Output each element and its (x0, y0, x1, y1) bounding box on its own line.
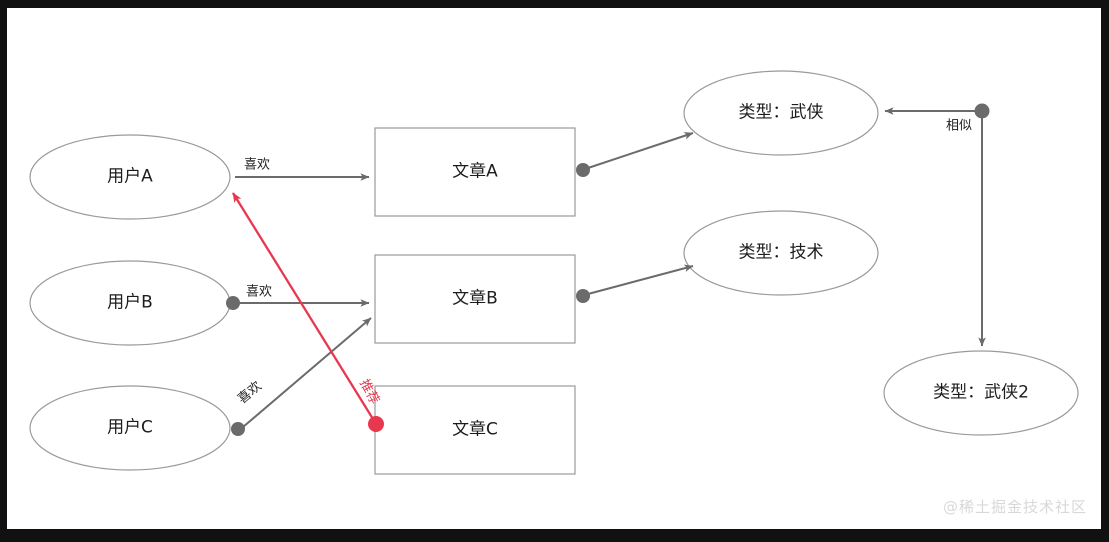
node-userC[interactable] (29, 385, 231, 471)
diagram-canvas: 用户A 用户B 用户C 文章A 文章B 文章C 类型：武侠 类型：技术 类型：武… (7, 8, 1101, 529)
edge-dot-similar (974, 103, 990, 119)
node-userB[interactable] (29, 260, 231, 346)
edge-dot-articleA (576, 163, 590, 177)
node-userA[interactable] (29, 134, 231, 220)
node-type-wuxia[interactable] (683, 70, 879, 156)
edge-articleB-typeTech[interactable] (587, 264, 694, 295)
relationship-diagram (29, 70, 1079, 475)
edge-dot-articleB (576, 289, 590, 303)
node-type-wuxia2[interactable] (883, 350, 1079, 436)
edge-dot-userC (231, 422, 245, 436)
edge-dot-userB (226, 296, 240, 310)
edge-articleA-typeWuxia[interactable] (587, 132, 694, 169)
node-articleB[interactable] (374, 254, 576, 344)
node-articleC[interactable] (374, 385, 576, 475)
edge-dot-recommend (368, 416, 384, 432)
node-type-tech[interactable] (683, 210, 879, 296)
edge-userC-articleB[interactable] (242, 317, 372, 428)
edge-articleC-userA-recommend[interactable] (232, 192, 374, 420)
node-articleA[interactable] (374, 127, 576, 217)
